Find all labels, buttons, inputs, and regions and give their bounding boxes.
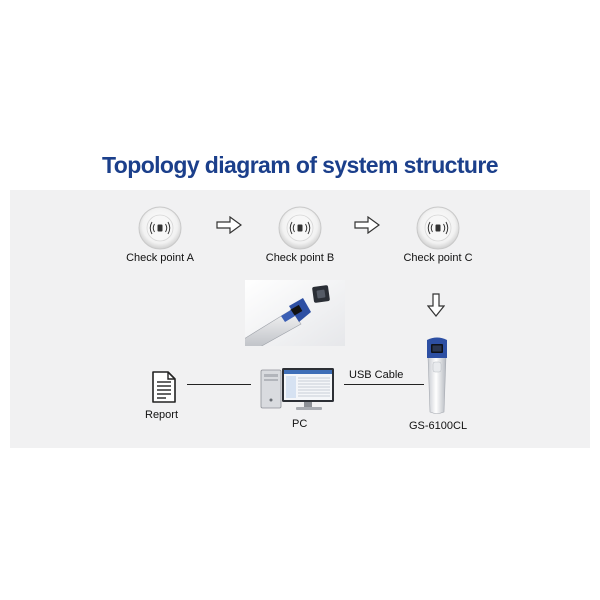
hollow-arrow-right-icon bbox=[216, 216, 242, 234]
hollow-arrow-down-icon bbox=[427, 293, 445, 317]
document-icon bbox=[152, 371, 176, 403]
reader-label: GS-6100CL bbox=[409, 420, 468, 432]
diagram-title: Topology diagram of system structure bbox=[102, 152, 498, 178]
connector-usb-cable bbox=[344, 384, 424, 385]
desktop-computer-icon bbox=[260, 368, 334, 410]
handheld-reader-icon bbox=[427, 337, 447, 414]
hollow-arrow-right-icon bbox=[354, 216, 380, 234]
scanning-photo bbox=[245, 280, 345, 346]
report-label: Report bbox=[145, 409, 179, 421]
checkpoint-c-label: Check point C bbox=[403, 252, 473, 264]
checkpoint-a-icon bbox=[138, 206, 182, 250]
checkpoint-b-label: Check point B bbox=[265, 252, 335, 264]
checkpoint-c-icon bbox=[416, 206, 460, 250]
usb-cable-label: USB Cable bbox=[349, 369, 404, 381]
pc-label: PC bbox=[292, 418, 308, 430]
checkpoint-a-label: Check point A bbox=[126, 252, 194, 264]
checkpoint-b-icon bbox=[278, 206, 322, 250]
connector-report-pc bbox=[187, 384, 251, 385]
